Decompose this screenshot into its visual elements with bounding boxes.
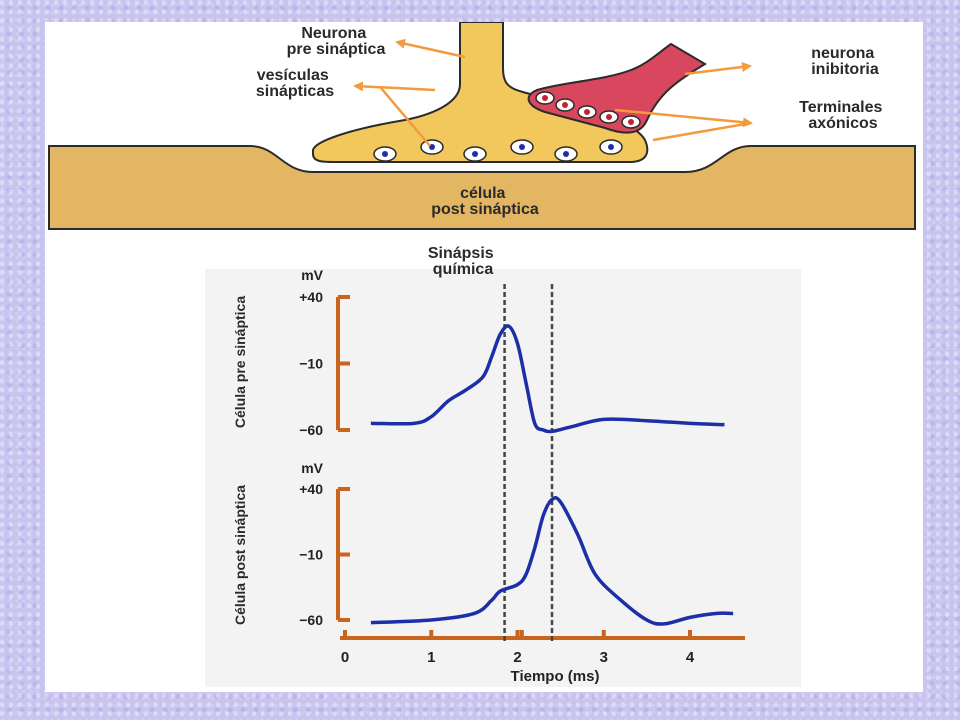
unit-label-pre: mV — [301, 267, 323, 283]
panel-label-post: Célula post sináptica — [232, 485, 248, 625]
label-inhibitory-neuron: neurona inibitoria — [811, 45, 879, 78]
trace-post — [370, 496, 734, 626]
plot-title: Sinápsis química — [428, 245, 498, 278]
synapse-illustration: Neurona pre sináptica vesículas sináptic… — [48, 22, 916, 230]
trace-pre — [370, 324, 725, 434]
y-tick-label-post: −60 — [299, 612, 323, 628]
slide-canvas: Neurona pre sináptica vesículas sináptic… — [45, 22, 923, 692]
x-tick-label: 4 — [686, 649, 695, 666]
axes: +40 −10 −60 +40 −10 −60 0 1 2 3 4 — [299, 284, 745, 666]
label-pre-neuron: Neurona pre sináptica — [287, 25, 386, 58]
label-vesicles: vesículas sinápticas — [256, 67, 334, 100]
x-tick-label: 0 — [341, 649, 349, 666]
potential-plot: Sinápsis química Célula pre sináptica Cé… — [205, 245, 801, 687]
y-tick-label-post: +40 — [299, 481, 323, 497]
x-tick-label: 1 — [427, 649, 435, 666]
inhibitory-neuron — [527, 42, 707, 134]
y-tick-label-pre: −10 — [299, 356, 323, 372]
post-synaptic-cell — [48, 145, 916, 230]
x-tick-label: 2 — [513, 649, 521, 666]
unit-label-post: mV — [301, 460, 323, 476]
inhibitory-vesicles — [535, 91, 641, 129]
label-terminals: Terminales axónicos — [799, 99, 887, 132]
label-arrows — [353, 38, 753, 147]
pre-synaptic-neuron — [312, 22, 649, 163]
x-axis-label: Tiempo (ms) — [511, 668, 600, 685]
traces — [370, 324, 734, 626]
y-tick-label-pre: +40 — [299, 289, 323, 305]
y-tick-label-post: −10 — [299, 547, 323, 563]
y-tick-label-pre: −60 — [299, 422, 323, 438]
synapse-figure: Neurona pre sináptica vesículas sináptic… — [48, 22, 916, 687]
panel-label-pre: Célula pre sináptica — [232, 296, 248, 428]
plot-background — [205, 269, 801, 687]
x-tick-label: 3 — [600, 649, 608, 666]
label-post-cell: célula post sináptica — [431, 185, 539, 218]
